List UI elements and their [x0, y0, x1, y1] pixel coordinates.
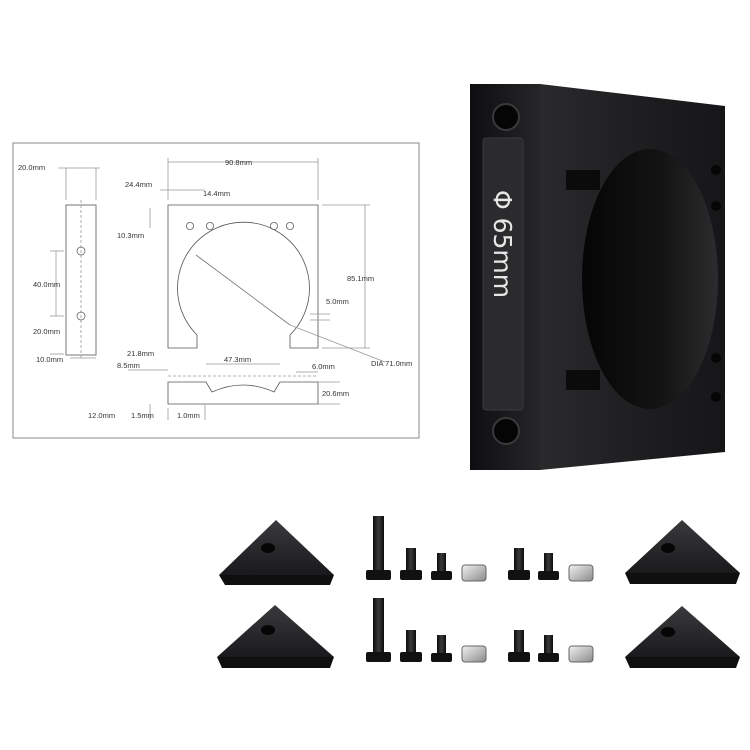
dim-base-height: 12.0mm: [88, 411, 115, 420]
front-view: [149, 158, 386, 363]
dim-center-gap: 47.3mm: [224, 355, 251, 364]
short-screw-icon: [437, 635, 446, 655]
mount-hole-icon: [492, 417, 520, 445]
long-screw-icon: [373, 598, 384, 654]
dim-hole-top-offset: 10.3mm: [117, 231, 144, 240]
dim-right-foot: 6.0mm: [312, 362, 335, 371]
mount-bracket: Φ 65mm: [470, 84, 725, 470]
long-screw-icon: [373, 516, 384, 572]
dim-overall-height: 85.1mm: [347, 274, 374, 283]
dim-left-inset: 8.5mm: [117, 361, 140, 370]
top-slot: [566, 170, 600, 190]
dim-bottom-offset: 20.0mm: [33, 327, 60, 336]
engraving-panel: [482, 137, 524, 411]
t-nut-icon: [461, 645, 487, 663]
face-hole-icon: [711, 201, 721, 211]
wedge-block-bottom-left: [217, 605, 334, 668]
short-screw-icon: [406, 548, 416, 572]
short-screw-icon: [406, 630, 416, 654]
bottom-slot: [566, 370, 600, 390]
dim-step-b: 1.0mm: [177, 411, 200, 420]
face-hole-icon: [711, 392, 721, 402]
dim-step-a: 1.5mm: [131, 411, 154, 420]
dim-top-width: 20.0mm: [18, 163, 45, 172]
dim-left-foot: 21.8mm: [127, 349, 154, 358]
dim-hole-offset: 24.4mm: [125, 180, 152, 189]
wedge-block-bottom-right: [625, 606, 740, 668]
dimension-labels: 20.0mm 40.0mm 20.0mm 10.0mm 90.8mm 24.4m…: [18, 158, 412, 420]
dim-hole-spacing: 40.0mm: [33, 280, 60, 289]
bore-engraving: Φ 65mm: [488, 190, 517, 298]
dim-base-thickness: 10.0mm: [36, 355, 63, 364]
side-view: [50, 167, 100, 360]
wedge-block-top-left: [219, 520, 334, 585]
screw-set-top: [366, 516, 594, 582]
motor-bore: [582, 149, 718, 409]
short-screw-icon: [514, 548, 524, 572]
short-screw-icon: [544, 635, 553, 655]
dim-diameter: DIA 71.0mm: [371, 359, 412, 368]
screw-set-bottom: [366, 598, 594, 663]
t-nut-icon: [568, 645, 594, 663]
dim-slot-width: 5.0mm: [326, 297, 349, 306]
t-nut-icon: [461, 564, 487, 582]
dim-hole-pitch: 14.4mm: [203, 189, 230, 198]
dim-overall-width: 90.8mm: [225, 158, 252, 167]
mount-hole-icon: [492, 103, 520, 131]
wedge-block-top-right: [625, 520, 740, 584]
face-hole-icon: [711, 165, 721, 175]
technical-drawing: 20.0mm 40.0mm 20.0mm 10.0mm 90.8mm 24.4m…: [12, 142, 420, 439]
dim-height: 20.6mm: [322, 389, 349, 398]
face-hole-icon: [711, 353, 721, 363]
short-screw-icon: [544, 553, 553, 573]
drawing-frame: [12, 142, 420, 439]
short-screw-icon: [514, 630, 524, 654]
short-screw-icon: [437, 553, 446, 573]
accessories: [217, 516, 740, 668]
bottom-view: [128, 363, 340, 420]
t-nut-icon: [568, 564, 594, 582]
